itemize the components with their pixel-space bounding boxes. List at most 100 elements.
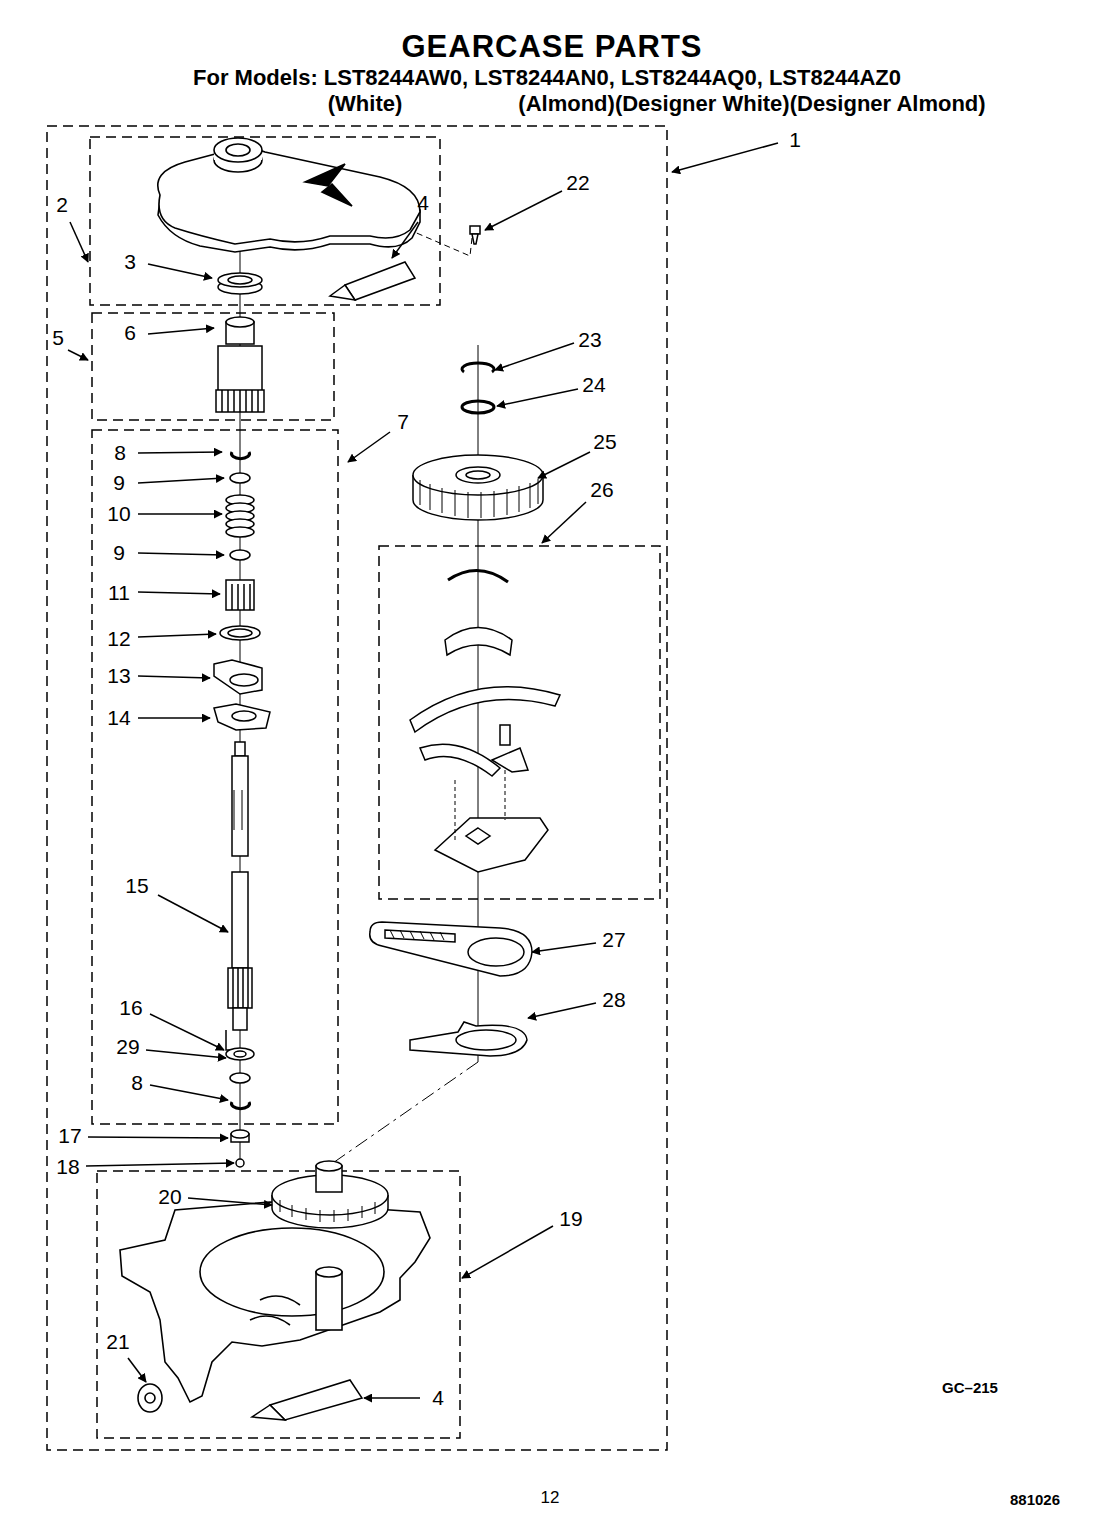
shift-lever [468, 938, 524, 966]
brake-assembly [420, 744, 500, 776]
clutch-parts [220, 626, 260, 640]
shift-lever [456, 1030, 516, 1050]
callout-number: 16 [119, 996, 142, 1019]
callout-number: 22 [566, 171, 589, 194]
pinion-gear [280, 1200, 375, 1222]
leader-arrow [462, 1226, 553, 1278]
seal [218, 273, 262, 287]
drive-gear [413, 363, 543, 520]
callout-number: 17 [58, 1124, 81, 1147]
gearcase-cover [158, 147, 420, 244]
drive-tube [216, 390, 264, 412]
leader-arrow [188, 1198, 272, 1205]
leader-arrow [532, 943, 596, 952]
callout-number: 8 [114, 441, 126, 464]
drive-tube [216, 317, 264, 412]
gearcase-cover [214, 138, 262, 162]
leader-arrow [138, 717, 210, 719]
agitator-shaft [234, 790, 242, 830]
agitator-shaft [233, 1008, 247, 1030]
clutch-parts [226, 527, 254, 537]
leader-arrow [150, 1085, 228, 1100]
clutch-parts [232, 711, 256, 721]
callout-number: 10 [107, 502, 130, 525]
gearcase-cover [305, 164, 345, 186]
callout-number: 15 [125, 874, 148, 897]
leader-arrow [128, 1358, 146, 1382]
leader-arrow [68, 350, 88, 360]
clutch-parts [230, 550, 250, 560]
dashed-group-box [47, 126, 667, 1450]
leader-arrow [138, 553, 224, 555]
callout-number: 4 [432, 1386, 444, 1409]
page-code: GC–215 [942, 1380, 998, 1397]
drive-gear [456, 467, 500, 483]
callout-number: 14 [107, 706, 130, 729]
sealant-tube [252, 1405, 285, 1420]
dashed-group-box [92, 313, 334, 420]
callout-number: 29 [116, 1035, 139, 1058]
agitator-shaft [236, 1159, 244, 1167]
shift-lever [390, 930, 444, 940]
drive-gear [420, 479, 538, 518]
agitator-shaft [230, 1073, 250, 1083]
center-line [330, 1062, 478, 1165]
leader-arrow [138, 592, 220, 594]
drive-tube [226, 317, 254, 327]
callout-number: 9 [113, 471, 125, 494]
gearcase-housing [145, 1393, 155, 1403]
leader-arrow [70, 222, 88, 262]
seal [228, 276, 252, 284]
brake-assembly [466, 828, 490, 844]
page-code: 881026 [1010, 1492, 1060, 1509]
agitator-shaft [231, 1130, 249, 1138]
diagram-title: GEARCASE PARTS [401, 29, 702, 65]
drive-gear [462, 363, 494, 372]
sealant-tube [345, 262, 415, 300]
gearcase-housing [200, 1228, 384, 1316]
drive-gear [462, 401, 494, 413]
color-note: (Almond)(Designer White)(Designer Almond… [518, 92, 985, 116]
callout-number: 2 [56, 193, 68, 216]
leader-arrow [485, 191, 562, 230]
callout-number: 19 [559, 1207, 582, 1230]
leader-arrow [138, 676, 210, 678]
leader-arrow [148, 328, 214, 334]
leader-arrow [392, 222, 418, 258]
callout-number: 23 [578, 328, 601, 351]
brake-assembly [445, 628, 512, 656]
gearcase-cover [226, 144, 250, 156]
callout-number: 11 [108, 581, 130, 604]
brake-assembly [500, 725, 510, 745]
leader-arrow [672, 143, 778, 172]
clutch-parts [228, 629, 252, 637]
shift-lever [410, 1022, 527, 1056]
callout-number: 21 [106, 1330, 129, 1353]
leader-arrow [158, 895, 228, 932]
gearcase-housing [120, 1202, 430, 1402]
agitator-shaft [232, 756, 248, 856]
clutch-parts [214, 660, 262, 694]
callout-number: 7 [397, 410, 409, 433]
clutch-parts [230, 674, 258, 686]
callout-number: 6 [124, 321, 136, 344]
drive-tube [222, 390, 258, 412]
callout-number: 13 [107, 664, 130, 687]
callout-number: 1 [789, 128, 801, 151]
shift-lever [385, 930, 455, 942]
screw [470, 226, 480, 244]
brake-assembly [435, 818, 548, 872]
leader-arrow [148, 264, 212, 278]
leader-arrow [68, 143, 778, 1398]
shift-lever [370, 922, 532, 1056]
clutch-parts [232, 452, 250, 459]
leader-arrow [364, 1397, 420, 1399]
model-list: For Models: LST8244AW0, LST8244AN0, LST8… [193, 66, 901, 90]
gearcase-housing [120, 1202, 430, 1412]
callout-number: 26 [590, 478, 613, 501]
agitator-shaft [226, 1030, 234, 1050]
page-code: 12 [541, 1489, 560, 1508]
gearcase-housing [316, 1267, 342, 1277]
